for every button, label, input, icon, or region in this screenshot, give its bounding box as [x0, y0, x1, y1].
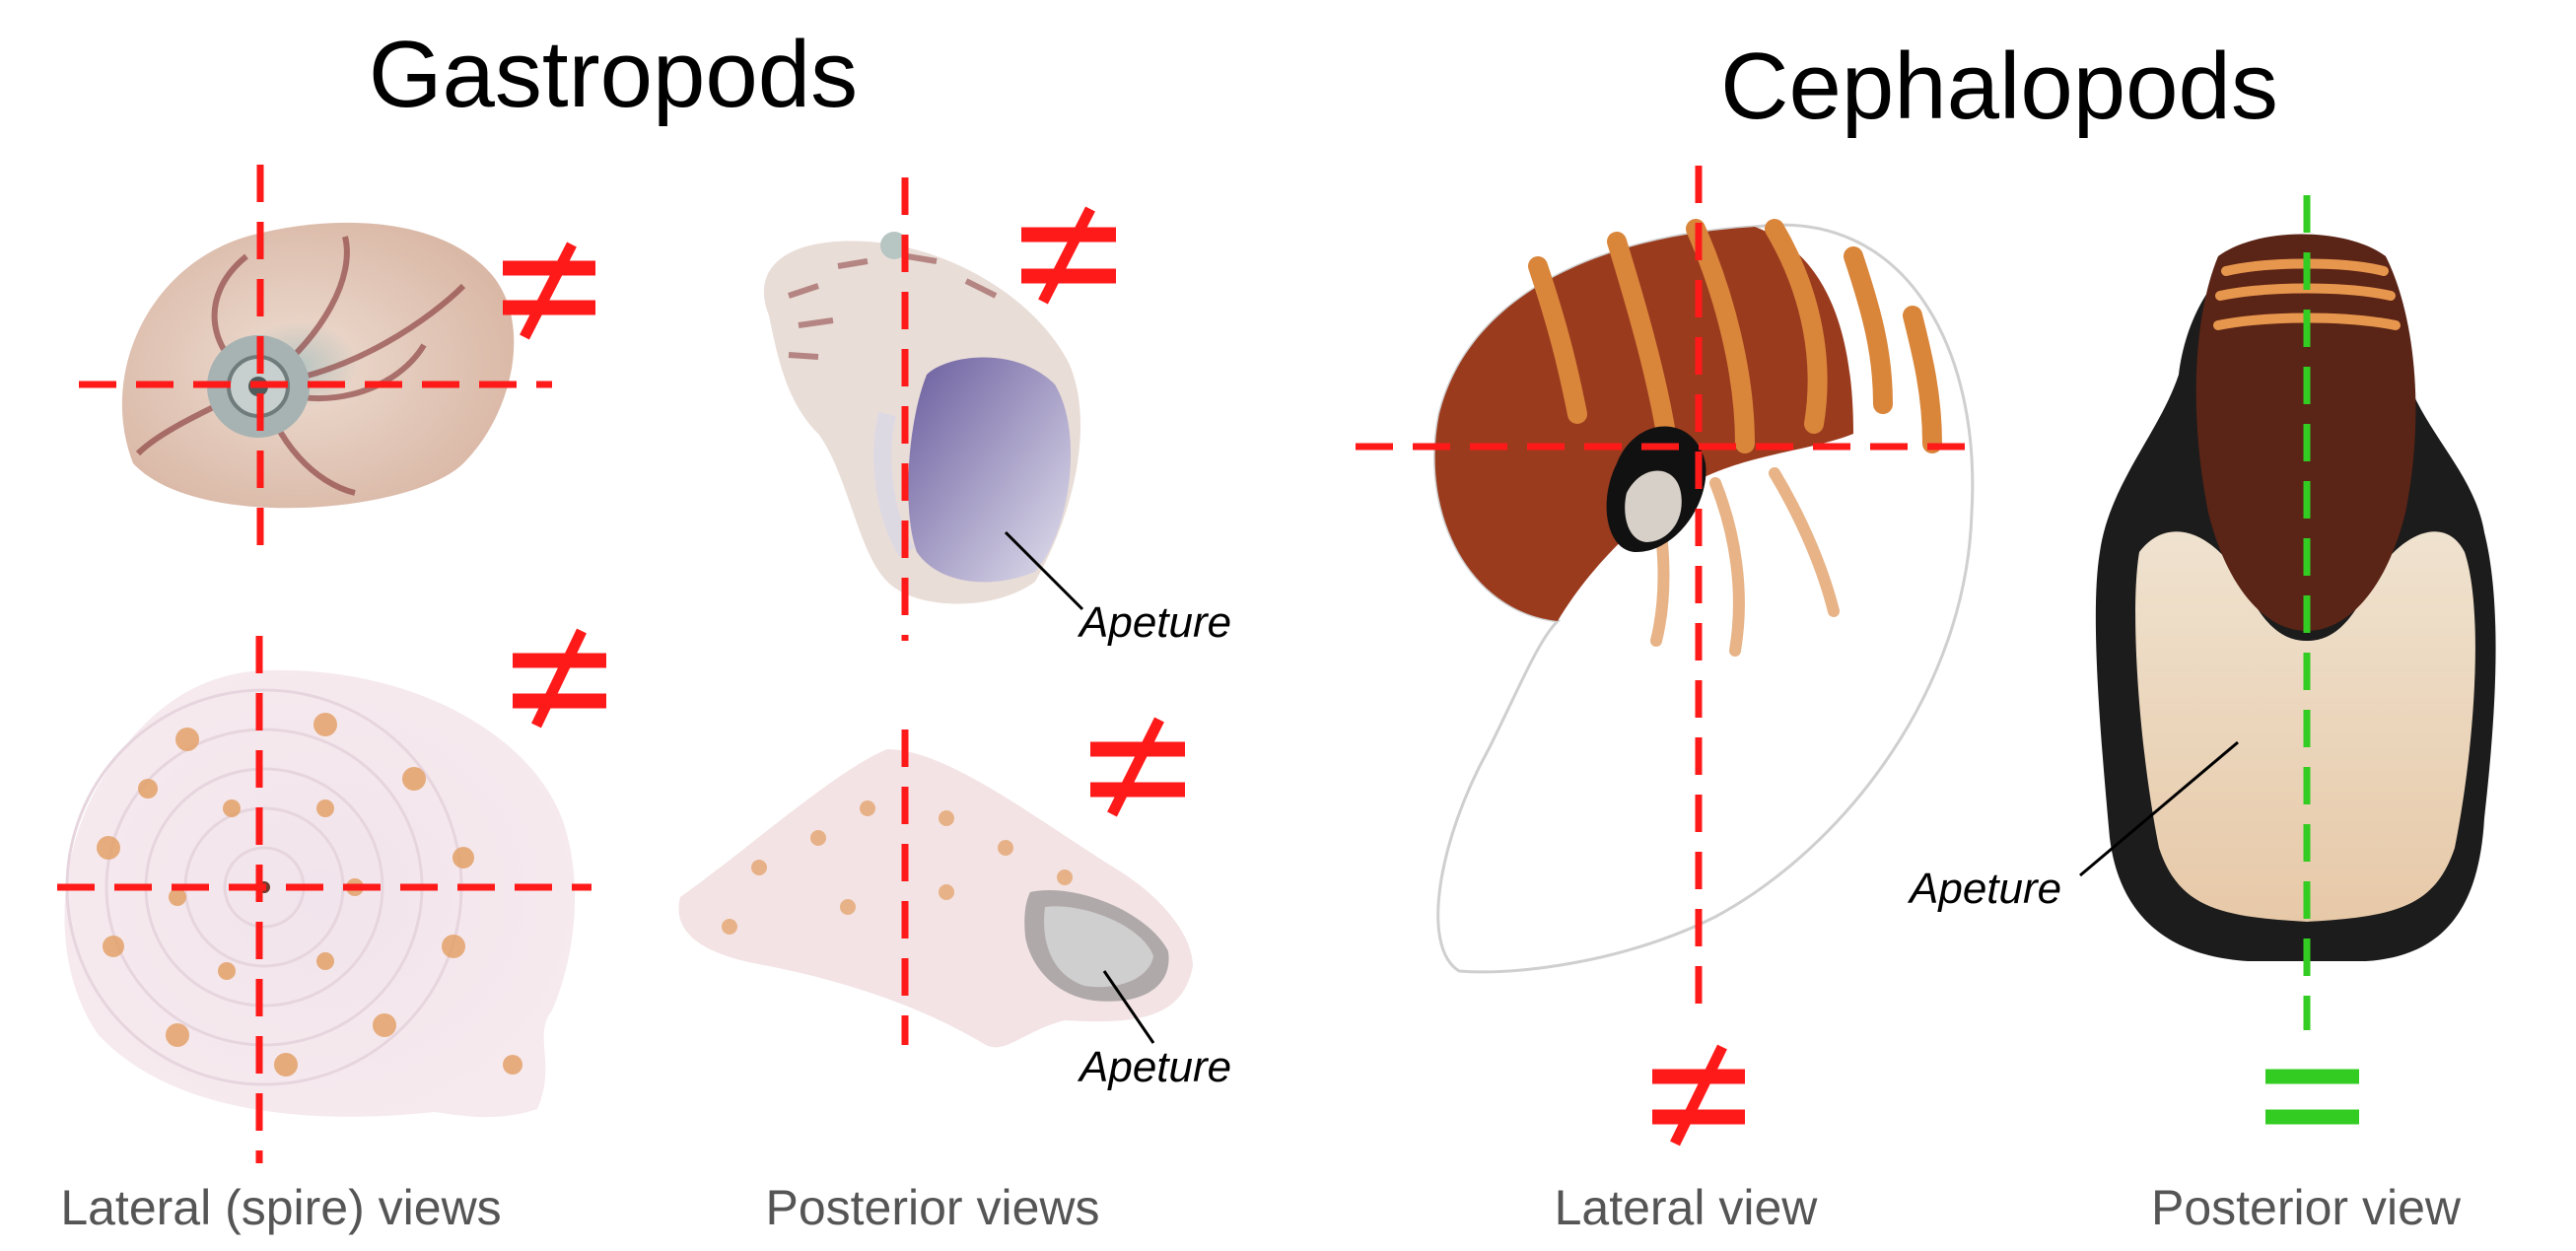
cephalopods-title: Cephalopods — [1720, 34, 2278, 139]
aperture-leader-line-2 — [1102, 970, 1155, 1044]
moon-snail-lateral-not-equal-symbol — [503, 242, 595, 340]
caption-gastropod-posterior: Posterior views — [766, 1180, 1100, 1235]
aperture-label-3: Apeture — [1907, 865, 2061, 913]
nautilus-lateral-shell — [1433, 219, 1975, 974]
nautilus-posterior-shell — [2095, 234, 2496, 961]
moon-snail-lateral-axes — [79, 165, 552, 547]
top-shell-posterior-not-equal-symbol — [1090, 717, 1185, 817]
top-shell-posterior-shell — [678, 749, 1193, 1048]
nautilus-lateral-not-equal-symbol — [1652, 1044, 1745, 1147]
caption-cephalopod-lateral: Lateral view — [1555, 1180, 1819, 1235]
moon-snail-posterior-shell — [763, 232, 1081, 604]
caption-cephalopod-posterior: Posterior view — [2151, 1180, 2462, 1235]
gastropods-title: Gastropods — [369, 22, 858, 127]
top-shell-lateral-not-equal-symbol — [513, 628, 606, 729]
aperture-leader-line-1 — [1004, 530, 1084, 611]
moon-snail-posterior-not-equal-symbol — [1021, 206, 1116, 305]
aperture-leader-line-3 — [2079, 740, 2239, 877]
top-shell-lateral-axes — [57, 636, 592, 1163]
aperture-label-2: Apeture — [1077, 1043, 1231, 1091]
top-shell-lateral-shell — [64, 669, 576, 1118]
nautilus-lateral-axes — [1356, 166, 1972, 1020]
nautilus-posterior-equal-symbol — [2265, 1069, 2359, 1125]
moon-snail-lateral-shell — [121, 222, 515, 509]
aperture-label-1: Apeture — [1077, 598, 1231, 647]
caption-gastropod-lateral: Lateral (spire) views — [60, 1180, 501, 1235]
